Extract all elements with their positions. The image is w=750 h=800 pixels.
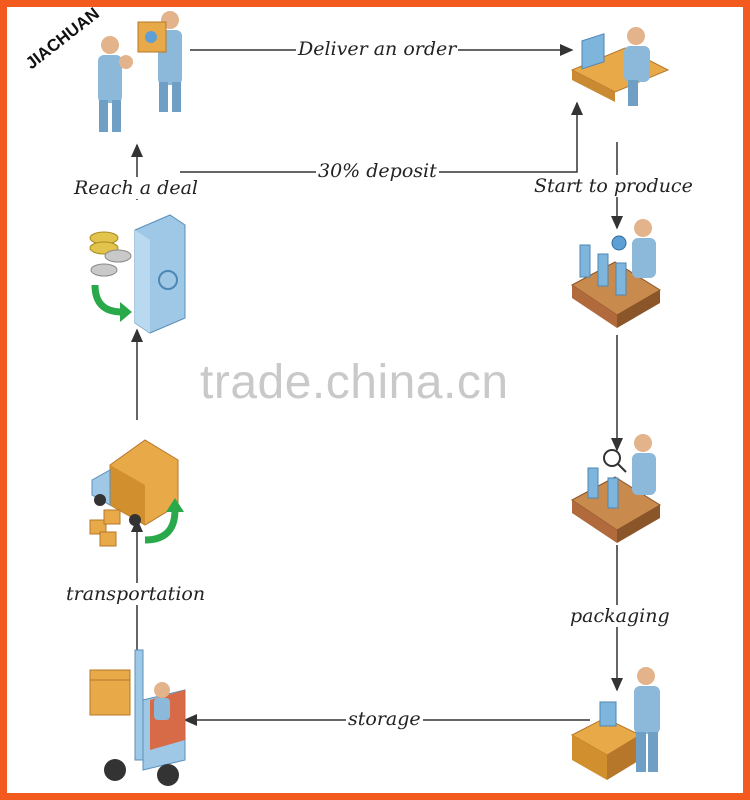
business-meeting-icon [98,11,182,132]
watermark-text: trade.china.cn [200,356,509,409]
packing-box-icon [570,667,660,780]
step-transportation: transportation [64,583,208,605]
arrow-deposit [180,101,583,173]
step-deposit: 30% deposit [316,160,439,182]
inspection-line-icon [571,434,661,543]
safe-coins-icon [89,214,186,334]
production-line-icon [571,219,661,328]
step-packaging: packaging [568,605,672,627]
step-start-produce: Start to produce [532,175,695,197]
step-deliver-order: Deliver an order [296,38,459,60]
step-storage: storage [346,708,423,730]
office-desk-icon [570,27,670,106]
delivery-truck-icon [89,439,184,547]
step-reach-deal: Reach a deal [72,177,200,199]
forklift-icon [89,649,186,786]
